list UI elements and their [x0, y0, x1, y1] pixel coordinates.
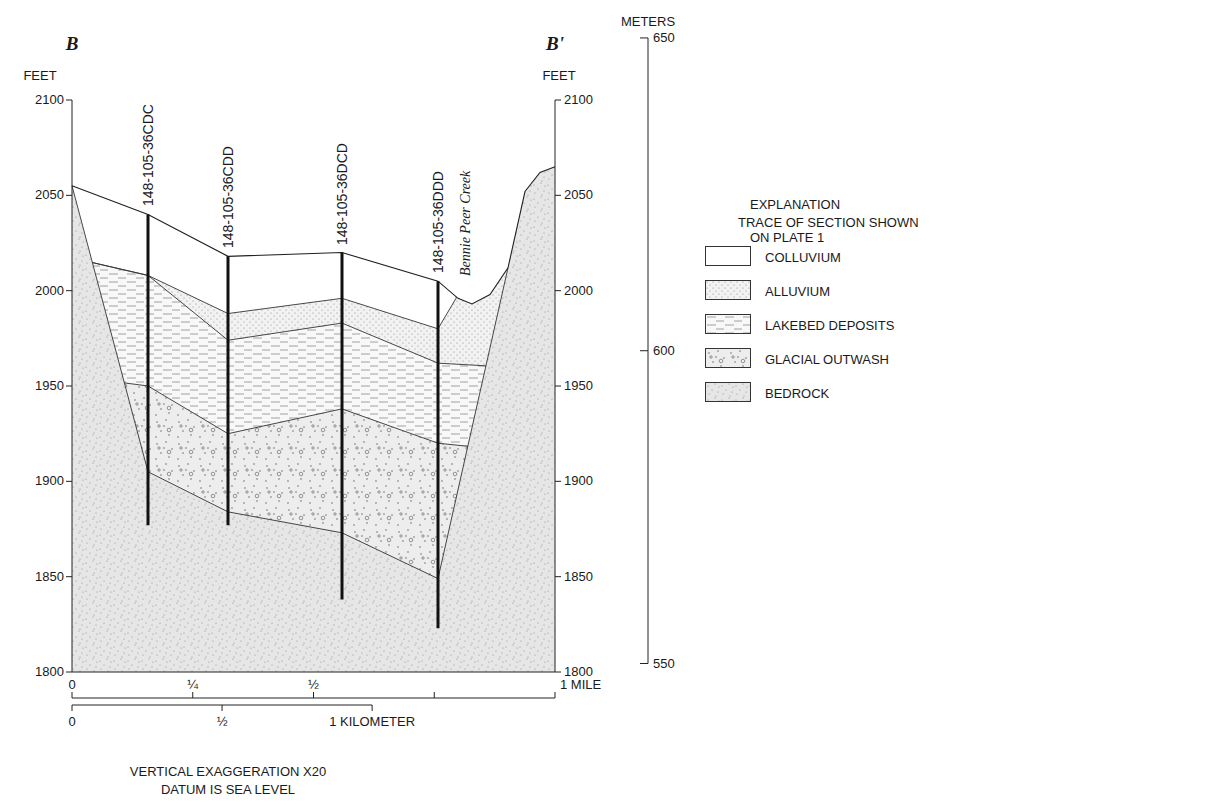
well-label: 148-105-36DCD [334, 143, 350, 245]
axis-label: 0 [68, 678, 75, 693]
axis-label: ½ [308, 678, 319, 693]
axis-label: 0 [68, 715, 75, 730]
axis-label: 2000 [564, 283, 593, 298]
legend-text: GLACIAL OUTWASH [765, 352, 889, 367]
valley-fill [0, 0, 700, 700]
axis-label: 2100 [35, 93, 64, 108]
axis-label: 2050 [35, 188, 64, 203]
axis-label: 550 [653, 656, 675, 671]
axis-label: DATUM IS SEA LEVEL [161, 783, 295, 798]
axis-label: 2050 [564, 188, 593, 203]
axis-label: 2100 [564, 93, 593, 108]
axis-label: FEET [23, 69, 56, 84]
axis-label: 1950 [35, 379, 64, 394]
axis-label: ½ [217, 715, 228, 730]
section-end-label: B' [546, 33, 564, 55]
legend-text: COLLUVIUM [765, 250, 841, 265]
legend-swatch [705, 246, 751, 266]
axis-label: VERTICAL EXAGGERATION X20 [130, 765, 326, 780]
axis-label: 650 [653, 30, 675, 45]
well-line [341, 253, 344, 600]
axis-label: 1900 [564, 474, 593, 489]
axis-label: 2000 [35, 283, 64, 298]
legend-text: BEDROCK [765, 386, 829, 401]
axis-label: 1950 [564, 379, 593, 394]
axis-label: EXPLANATION [750, 198, 840, 213]
section-end-label: B [66, 33, 79, 55]
legend-swatch [705, 348, 751, 368]
axis-label: 1 MILE [560, 678, 601, 693]
axes [66, 38, 648, 711]
well-line [227, 256, 230, 525]
axis-label: 1 KILOMETER [329, 715, 415, 730]
well-label: 148-105-36DDD [430, 171, 446, 273]
axis-label: 600 [653, 343, 675, 358]
legend-text: LAKEBED DEPOSITS [765, 318, 894, 333]
axis-label: 1800 [35, 665, 64, 680]
axis-label: TRACE OF SECTION SHOWN ON PLATE 1 [738, 216, 920, 246]
well-line [147, 214, 150, 525]
axis-label: 1850 [35, 569, 64, 584]
axis-label: ¼ [187, 678, 198, 693]
legend-swatch [705, 314, 751, 334]
axis-label: FEET [542, 69, 575, 84]
axis-label: 1850 [564, 569, 593, 584]
well-label: 148-105-36CDD [220, 146, 236, 248]
axis-label: 1900 [35, 474, 64, 489]
axis-label: METERS [621, 15, 675, 30]
legend-swatch [705, 280, 751, 300]
well-line [437, 281, 440, 628]
well-label: 148-105-36CDC [140, 104, 156, 206]
legend-text: ALLUVIUM [765, 284, 830, 299]
legend-swatch [705, 382, 751, 402]
stream-label: Bennie Peer Creek [458, 171, 474, 276]
